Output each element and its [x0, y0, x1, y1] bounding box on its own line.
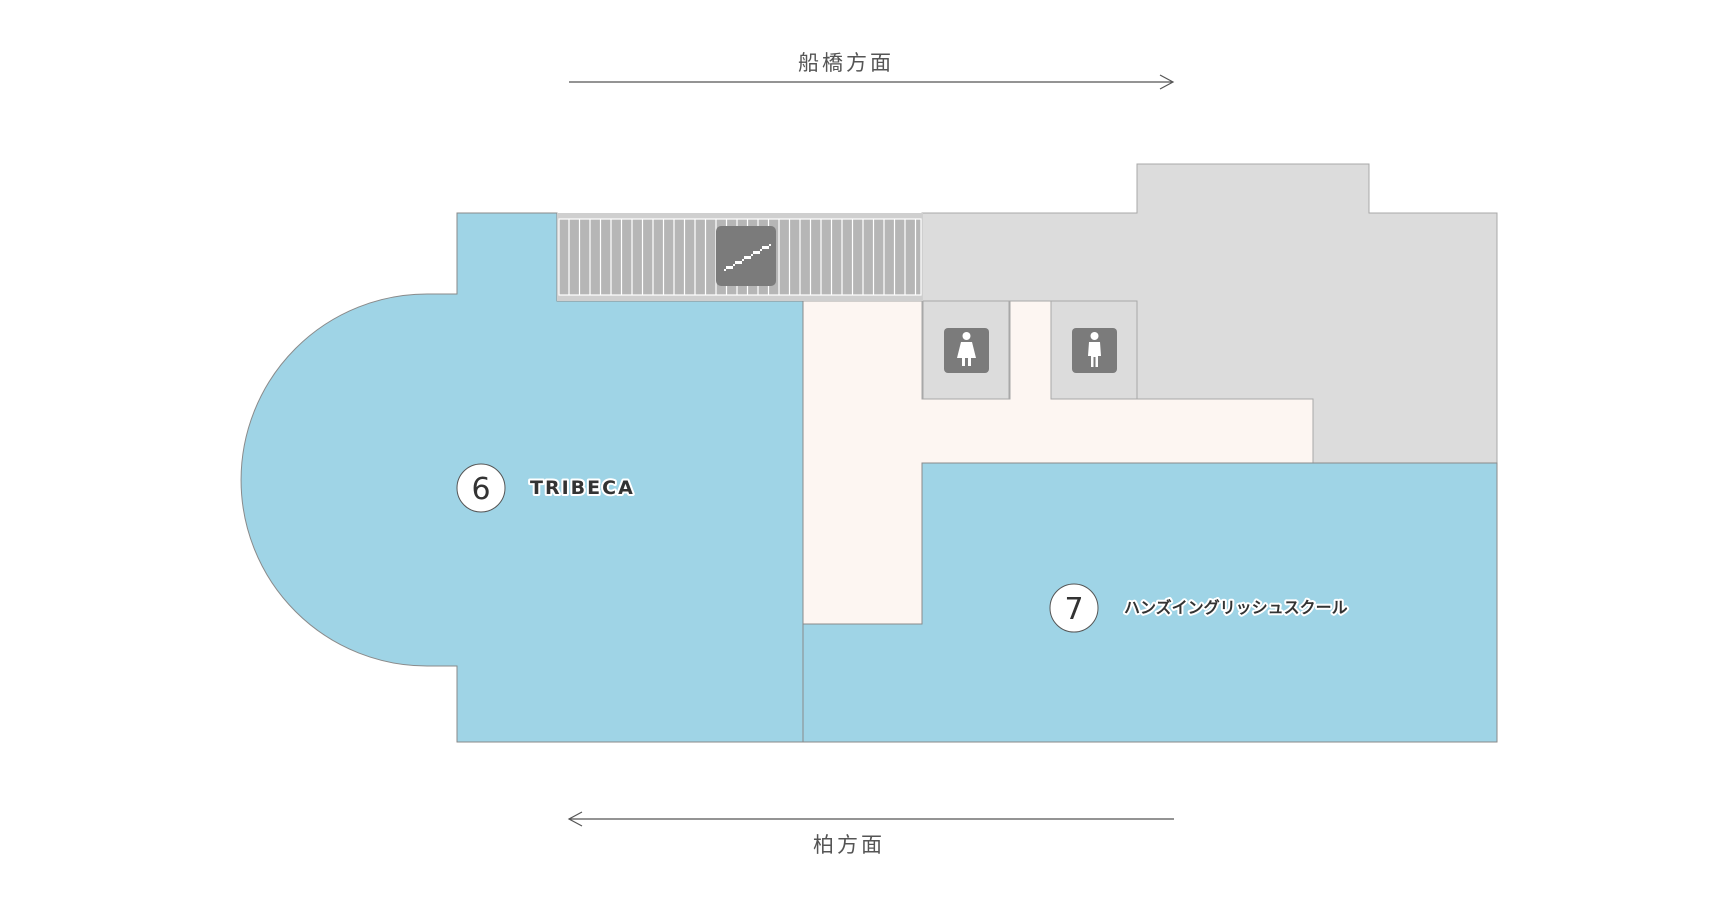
female-restroom-icon — [944, 328, 989, 373]
shop-area-tribeca[interactable] — [240, 212, 804, 743]
shop-number-badge — [456, 463, 506, 513]
shop-number-badge — [1049, 583, 1099, 633]
direction-bottom-arrowhead — [567, 811, 583, 827]
direction-bottom-label: 柏方面 — [813, 833, 885, 857]
shop-name: TRIBECA — [530, 477, 635, 499]
shop-number: 6 — [471, 472, 490, 507]
shop-label-tribeca[interactable]: 6 TRIBECA — [456, 463, 635, 513]
shop-label-hands-english[interactable]: 7 ハンズイングリッシュスクール — [1049, 583, 1350, 633]
stairs-icon — [716, 226, 776, 286]
shop-name: ハンズイングリッシュスクール — [1124, 598, 1348, 617]
direction-top: 船橋方面 — [569, 51, 1175, 90]
shop-number: 7 — [1064, 592, 1083, 627]
direction-top-arrowhead — [1159, 74, 1175, 90]
shop-area-hands-english[interactable] — [802, 462, 1498, 743]
direction-bottom: 柏方面 — [567, 811, 1174, 857]
male-restroom-icon — [1072, 328, 1117, 373]
direction-top-label: 船橋方面 — [798, 51, 894, 75]
